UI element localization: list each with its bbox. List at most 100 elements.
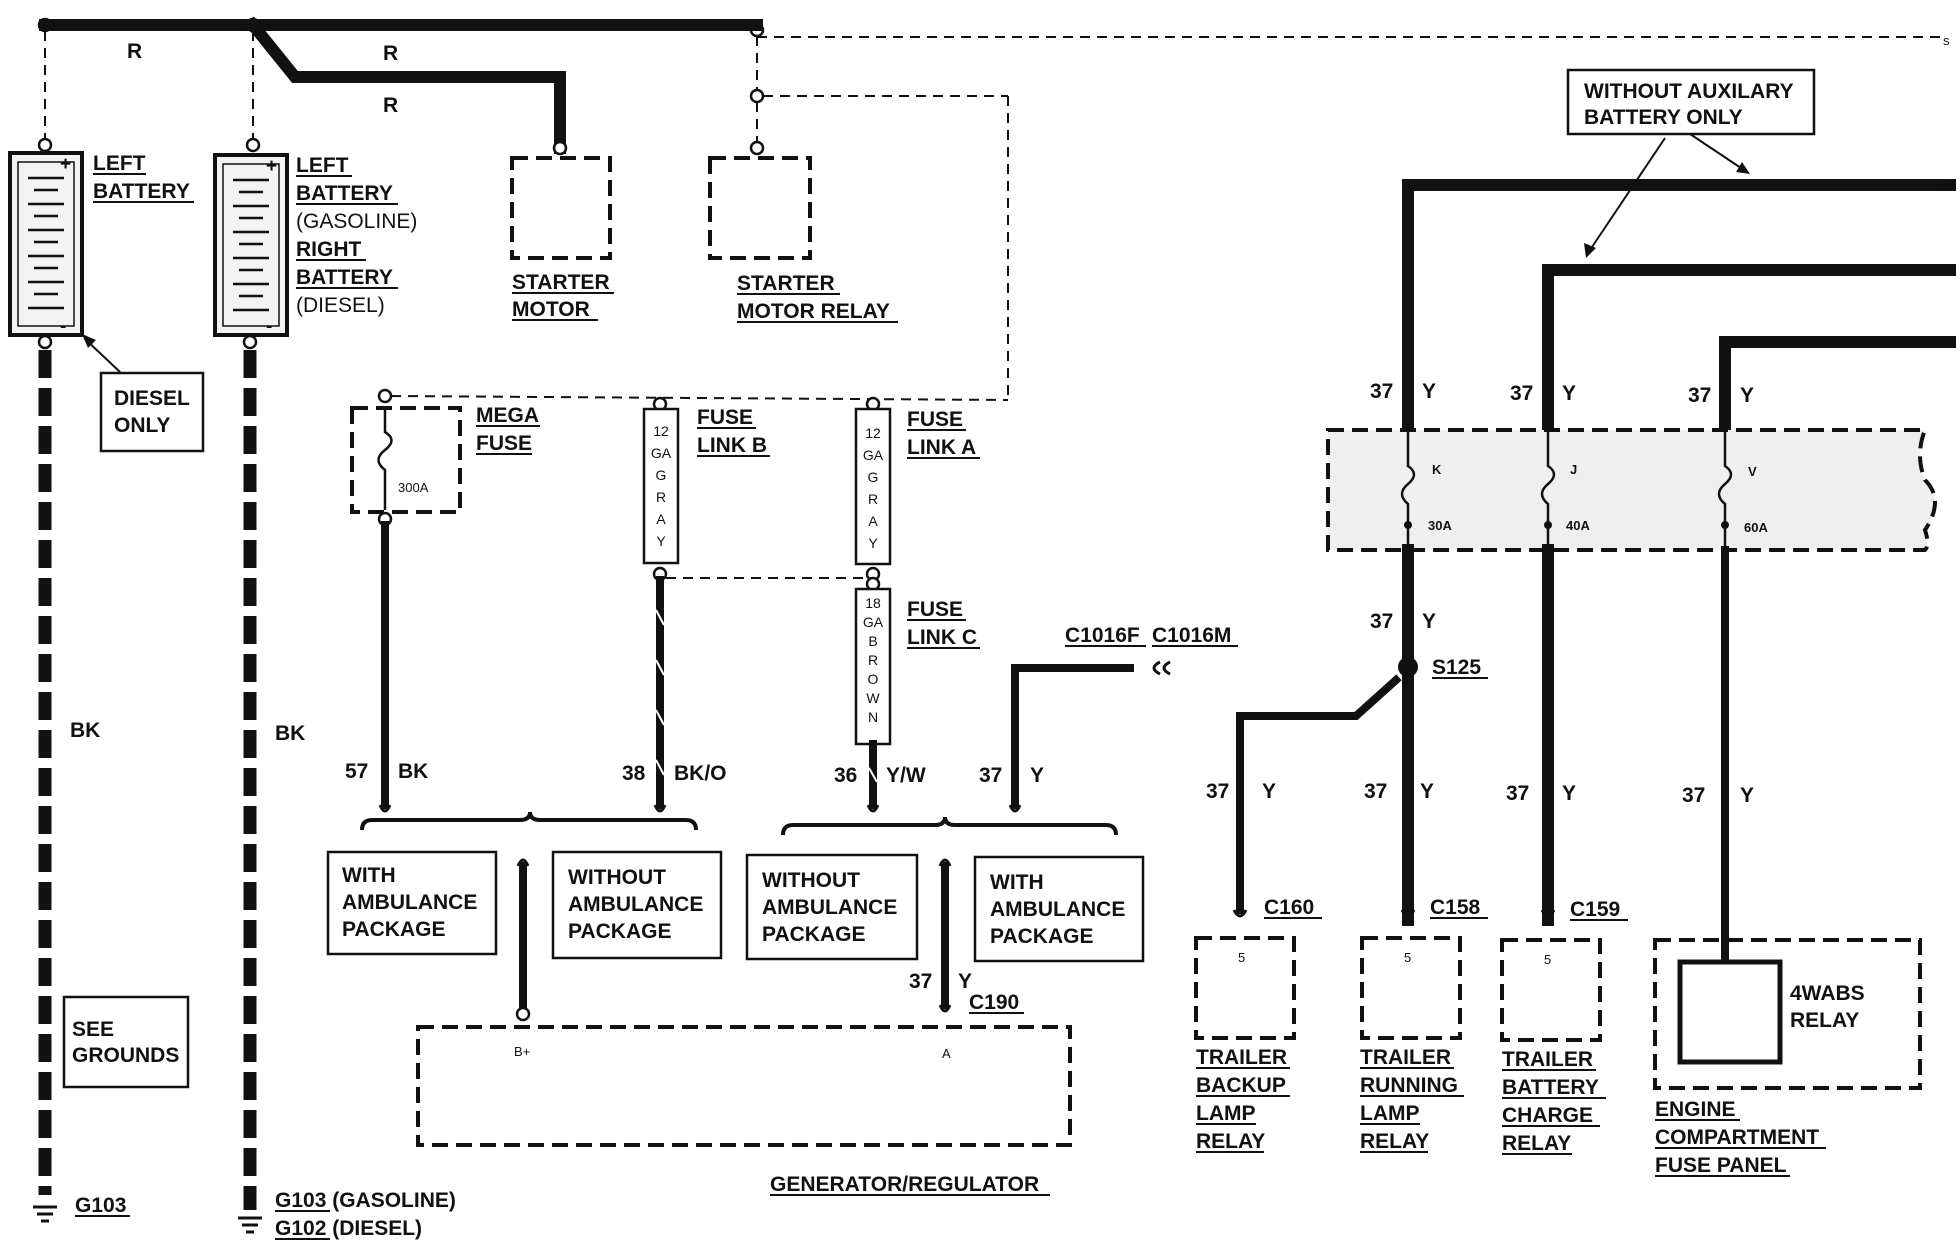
top-power-bus: s R R R: [37, 16, 1950, 154]
fuse-link-c-gauge-char: W: [866, 690, 880, 706]
starter-motor-relay: STARTER MOTOR RELAY: [708, 36, 1009, 400]
generator-feeds: 57 BK 38 BK/O 36 Y/W 37 Y C1016F C1016M: [345, 521, 1238, 836]
svg-text:s: s: [1943, 335, 1950, 350]
trailer-running-lamp-relay: 5 TRAILER RUNNING LAMP RELAY: [1360, 936, 1464, 1153]
fuse-link-a-gauge-char: G: [868, 469, 879, 485]
svg-text:36: 36: [834, 764, 857, 787]
left-battery-diesel: + - LEFT BATTERY: [8, 31, 194, 350]
svg-text:BATTERY ONLY: BATTERY ONLY: [1584, 106, 1743, 129]
fuse-link-c-gauge-char: R: [868, 652, 878, 668]
svg-text:FUSE: FUSE: [697, 406, 753, 429]
svg-text:FUSE: FUSE: [907, 598, 963, 621]
svg-text:Y: Y: [1030, 764, 1044, 787]
svg-text:GROUNDS: GROUNDS: [72, 1044, 179, 1067]
svg-text:PACKAGE: PACKAGE: [568, 920, 671, 943]
fuse-link-c-gauge-char: O: [868, 671, 879, 687]
svg-text:AMBULANCE: AMBULANCE: [568, 893, 703, 916]
svg-text:C1016M: C1016M: [1152, 624, 1231, 647]
svg-text:37: 37: [1206, 780, 1229, 803]
generator-regulator: B+ A GENERATOR/REGULATOR: [416, 1025, 1072, 1196]
svg-text:AMBULANCE: AMBULANCE: [342, 891, 477, 914]
wire-r-3: R: [383, 94, 398, 117]
svg-text:60A: 60A: [1744, 520, 1768, 535]
svg-text:K: K: [1432, 462, 1442, 477]
svg-text:WITH: WITH: [990, 871, 1044, 894]
svg-text:GENERATOR/REGULATOR: GENERATOR/REGULATOR: [770, 1173, 1039, 1196]
svg-text:BATTERY: BATTERY: [296, 266, 393, 289]
svg-text:AMBULANCE: AMBULANCE: [990, 898, 1125, 921]
svg-text:TRAILER: TRAILER: [1360, 1046, 1451, 1069]
svg-text:37: 37: [1510, 382, 1533, 405]
svg-text:RUNNING: RUNNING: [1360, 1074, 1458, 1097]
svg-text:-: -: [60, 316, 66, 337]
svg-text:FUSE PANEL: FUSE PANEL: [1655, 1154, 1787, 1177]
svg-text:Y: Y: [1262, 780, 1276, 803]
svg-text:s: s: [1943, 263, 1950, 278]
svg-text:FUSE: FUSE: [476, 432, 532, 455]
svg-text:C190: C190: [969, 991, 1019, 1014]
svg-text:-: -: [266, 316, 272, 337]
fuse-link-b-gauge-char: GA: [651, 445, 672, 461]
diesel-only-callout: DIESEL ONLY: [82, 334, 205, 453]
svg-text:37: 37: [909, 970, 932, 993]
svg-text:RELAY: RELAY: [1790, 1009, 1859, 1032]
fuse-link-b-gauge-char: Y: [656, 533, 666, 549]
fuse-link-a-gauge-char: GA: [863, 447, 884, 463]
svg-text:C1016F: C1016F: [1065, 624, 1140, 647]
svg-text:Y: Y: [1422, 380, 1436, 403]
svg-text:s: s: [1943, 178, 1950, 193]
svg-text:PACKAGE: PACKAGE: [342, 918, 445, 941]
svg-text:4WABS: 4WABS: [1790, 982, 1865, 1005]
fuse-link-b-gauge-char: G: [656, 467, 667, 483]
svg-text:B+: B+: [514, 1044, 530, 1059]
svg-text:V: V: [1748, 464, 1757, 479]
svg-text:BATTERY: BATTERY: [296, 182, 393, 205]
left-battery-label-2: BATTERY: [93, 180, 190, 203]
svg-text:S125: S125: [1432, 656, 1481, 679]
svg-text:38: 38: [622, 762, 646, 785]
svg-text:LINK C: LINK C: [907, 626, 977, 649]
svg-text:RELAY: RELAY: [1196, 1130, 1265, 1153]
svg-text:Y: Y: [958, 970, 972, 993]
svg-text:TRAILER: TRAILER: [1196, 1046, 1287, 1069]
fuse-link-c-gauge-char: 18: [865, 595, 881, 611]
fuse-link-c-gauge-char: N: [868, 709, 878, 725]
ground-wires: BK BK G103 G103 (GASOLINE) G102 (DIESEL): [33, 350, 456, 1240]
svg-text:37: 37: [1688, 384, 1711, 407]
fuse-link-b-gauge-char: 12: [653, 423, 669, 439]
fuse-link-b-gauge-char: R: [656, 489, 666, 505]
svg-text:37: 37: [1370, 380, 1393, 403]
svg-text:(DIESEL): (DIESEL): [296, 294, 385, 317]
svg-text:STARTER: STARTER: [512, 271, 610, 294]
svg-text:LINK B: LINK B: [697, 434, 767, 457]
wire-r-2: R: [383, 42, 398, 65]
svg-text:Y/W: Y/W: [886, 764, 926, 787]
starter-motor: STARTER MOTOR: [510, 140, 614, 321]
fuse-link-b-gauge-char: A: [656, 511, 666, 527]
svg-text:Y: Y: [1740, 384, 1754, 407]
svg-text:RELAY: RELAY: [1502, 1132, 1571, 1155]
svg-text:37: 37: [1370, 610, 1393, 633]
svg-text:C158: C158: [1430, 896, 1481, 919]
svg-text:s: s: [1943, 33, 1950, 48]
svg-text:37: 37: [1682, 784, 1705, 807]
trailer-battery-charge-relay: 5 TRAILER BATTERY CHARGE RELAY: [1500, 938, 1606, 1155]
svg-text:40A: 40A: [1566, 518, 1590, 533]
svg-text:57: 57: [345, 760, 368, 783]
svg-text:DIESEL: DIESEL: [114, 387, 190, 410]
svg-text:FUSE: FUSE: [907, 408, 963, 431]
svg-text:RELAY: RELAY: [1360, 1130, 1429, 1153]
svg-text:A: A: [942, 1046, 951, 1061]
fuse-link-c-gauge-char: B: [868, 633, 877, 649]
svg-text:LEFT: LEFT: [296, 154, 349, 177]
svg-text:RIGHT: RIGHT: [296, 238, 362, 261]
ground-icon: [33, 1205, 57, 1223]
svg-text:STARTER: STARTER: [737, 272, 835, 295]
svg-text:37: 37: [1506, 782, 1529, 805]
svg-text:5: 5: [1544, 952, 1551, 967]
svg-text:Y: Y: [1562, 782, 1576, 805]
